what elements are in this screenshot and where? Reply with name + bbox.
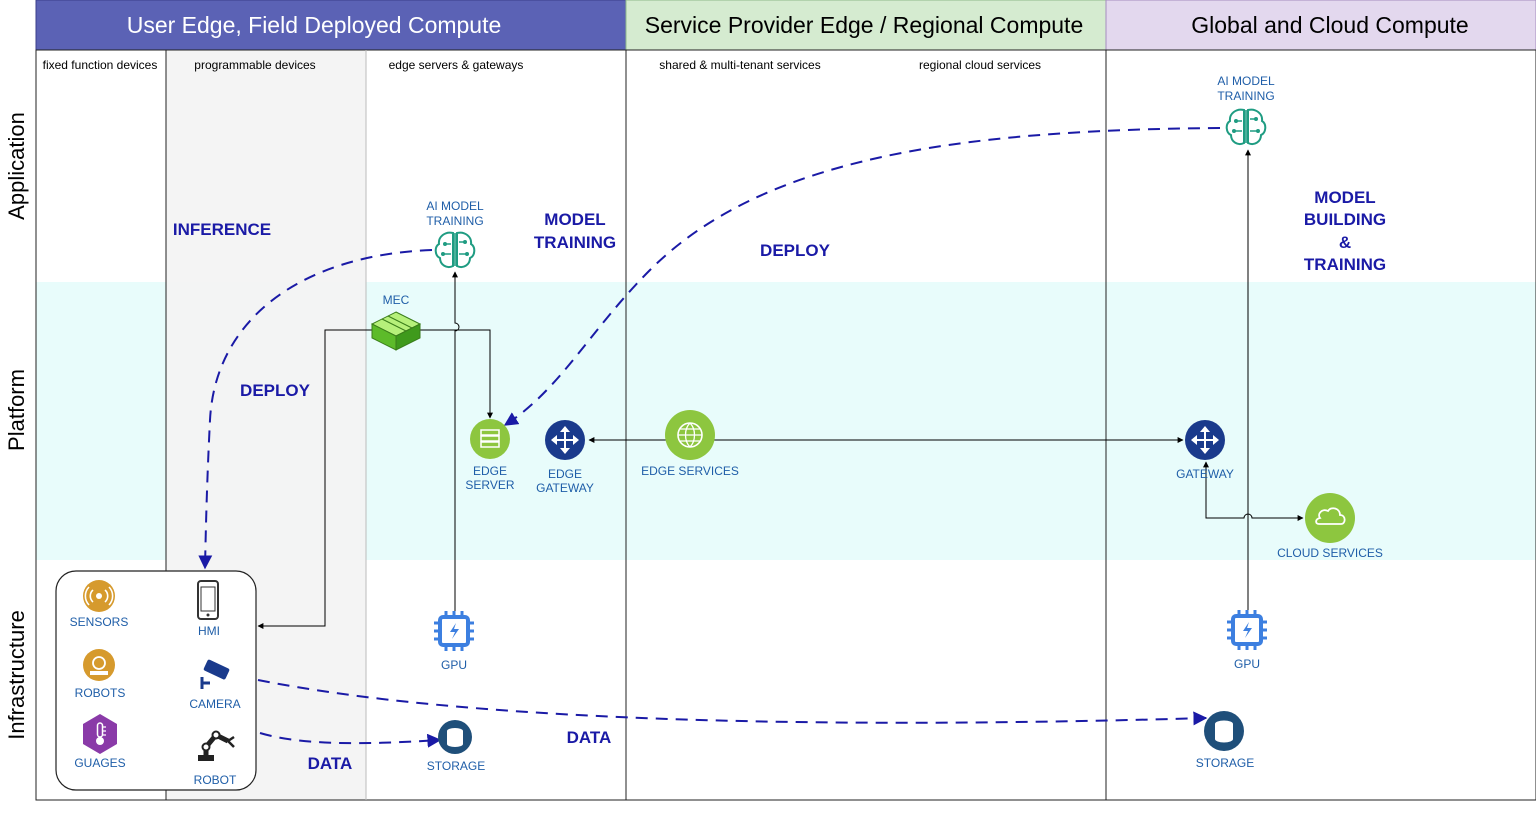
annotation-data-mid: DATA [567,728,612,747]
camera-label: CAMERA [189,697,240,711]
storage-icon [1204,711,1244,751]
phone-icon [197,580,219,620]
annotation-inference: INFERENCE [173,220,271,239]
subcol-fixed: fixed function devices [43,58,158,72]
edge-services-label: EDGE SERVICES [641,464,739,478]
sensor-icon [83,580,115,612]
row-label-platform: Platform [4,369,29,451]
camera-icon [200,659,230,689]
header-user-edge-title: User Edge, Field Deployed Compute [127,12,502,38]
router-icon [1185,420,1225,460]
brain-icon [434,231,476,268]
server-icon [470,419,510,459]
annotation-model-building-4: TRAINING [1304,255,1386,274]
row-label-infrastructure: Infrastructure [4,610,29,740]
header-sp-edge-title: Service Provider Edge / Regional Compute [645,12,1084,38]
robots-label: ROBOTS [75,686,126,700]
row-label-application: Application [4,112,29,220]
annotation-model-building-2: BUILDING [1304,210,1386,229]
robot-head-icon [83,649,115,681]
annotation-deploy-left: DEPLOY [240,381,311,400]
gpu-cloud-label: GPU [1234,657,1260,671]
annotation-model-training-1: MODEL [544,210,605,229]
gateway-label: GATEWAY [1176,467,1234,481]
guages-label: GUAGES [74,756,125,770]
globe-icon [665,410,715,460]
robot-arm-icon [198,730,235,761]
annotation-deploy-mid: DEPLOY [760,241,831,260]
edge-gateway-label-1: EDGE [548,467,582,481]
gpu-chip-icon [434,611,474,651]
ai-training-cloud-label-1: AI MODEL [1217,74,1275,88]
subcol-programmable: programmable devices [194,58,315,72]
subcol-regional: regional cloud services [919,58,1041,72]
annotation-model-training-2: TRAINING [534,233,616,252]
ai-training-edge-label-2: TRAINING [426,214,483,228]
gpu-edge-label: GPU [441,658,467,672]
ai-training-edge-label-1: AI MODEL [426,199,484,213]
subcol-shared: shared & multi-tenant services [659,58,820,72]
annotation-data-left: DATA [308,754,353,773]
gpu-chip-icon [1227,610,1267,650]
cloud-icon [1305,493,1355,543]
mec-label: MEC [383,293,410,307]
cloud-services-label: CLOUD SERVICES [1277,546,1383,560]
diagram-frame [35,49,1536,801]
annotation-model-building-1: MODEL [1314,188,1375,207]
robot-label: ROBOT [194,773,237,787]
hmi-label: HMI [198,624,220,638]
subcol-edge-servers: edge servers & gateways [389,58,524,72]
sensors-label: SENSORS [70,615,129,629]
dashed-flows [198,127,1221,748]
annotation-model-building-3: & [1339,233,1351,252]
edge-server-label-1: EDGE [473,464,507,478]
header-global-title: Global and Cloud Compute [1191,12,1468,38]
header-user-edge [35,0,627,51]
ai-training-cloud-label-2: TRAINING [1217,89,1274,103]
storage-edge-label: STORAGE [427,759,485,773]
storage-icon [438,720,472,754]
router-icon [545,420,585,460]
thermometer-icon [83,714,117,754]
edge-server-label-2: SERVER [465,478,514,492]
brain-icon [1225,108,1267,145]
edge-gateway-label-2: GATEWAY [536,481,594,495]
mec-cube-icon [370,311,422,351]
storage-cloud-label: STORAGE [1196,756,1254,770]
